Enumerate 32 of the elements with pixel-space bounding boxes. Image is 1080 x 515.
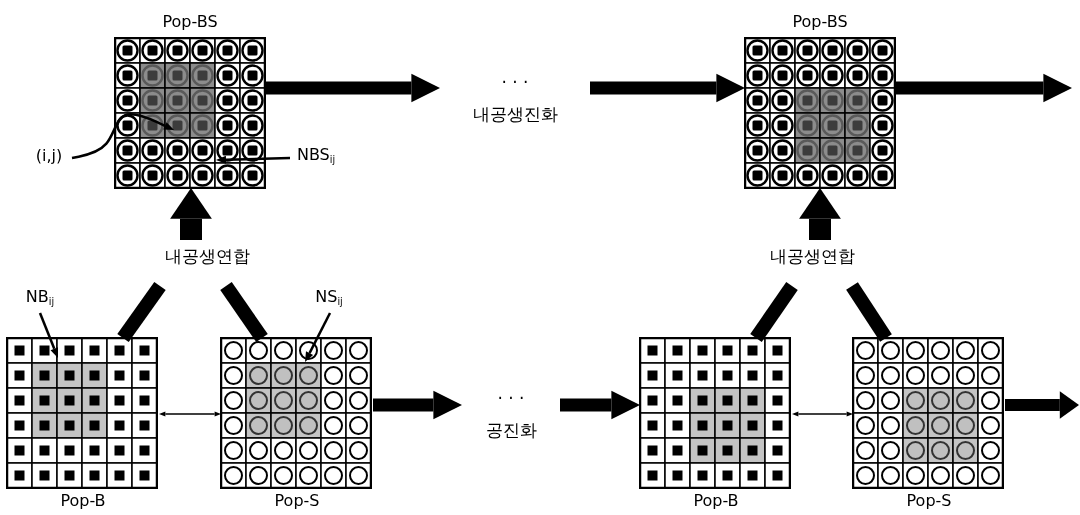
neighborhood-label: NS$_{ij}$ xyxy=(314,287,344,308)
stage-label: 공진화 xyxy=(484,420,538,441)
arrow xyxy=(1005,391,1079,419)
grid-label: Pop-BS xyxy=(791,12,849,31)
grid-label: Pop-S xyxy=(273,491,321,510)
grid-label: Pop-S xyxy=(905,491,953,510)
arrow xyxy=(792,411,853,417)
arrow xyxy=(373,390,462,420)
connector-bar xyxy=(117,281,166,343)
arrow xyxy=(170,188,212,240)
neighborhood-label: NBS$_{ij}$ xyxy=(295,145,337,166)
neighborhood-label: NB$_{ij}$ xyxy=(24,287,56,308)
arrow xyxy=(799,188,841,240)
stage-label: 내공생연합 xyxy=(768,246,856,267)
grid-label: Pop-B xyxy=(692,491,740,510)
arrow xyxy=(590,73,745,103)
connector-bar xyxy=(220,282,268,342)
ellipsis: · · · xyxy=(500,72,530,93)
arrow xyxy=(159,411,221,417)
arrow xyxy=(895,73,1072,103)
arrow xyxy=(560,390,640,420)
grid-label: Pop-B xyxy=(59,491,107,510)
connector-bar xyxy=(750,282,798,342)
stage-label: 내공생진화 xyxy=(471,104,559,125)
arrow xyxy=(265,73,440,103)
ellipsis: · · · xyxy=(496,388,526,409)
leader-line xyxy=(305,312,332,362)
stage-label: 내공생연합 xyxy=(163,246,251,267)
leader-line xyxy=(216,155,291,164)
neighborhood-label: (i,j) xyxy=(34,146,64,166)
leader-line xyxy=(38,312,58,358)
grid-label: Pop-BS xyxy=(161,12,219,31)
